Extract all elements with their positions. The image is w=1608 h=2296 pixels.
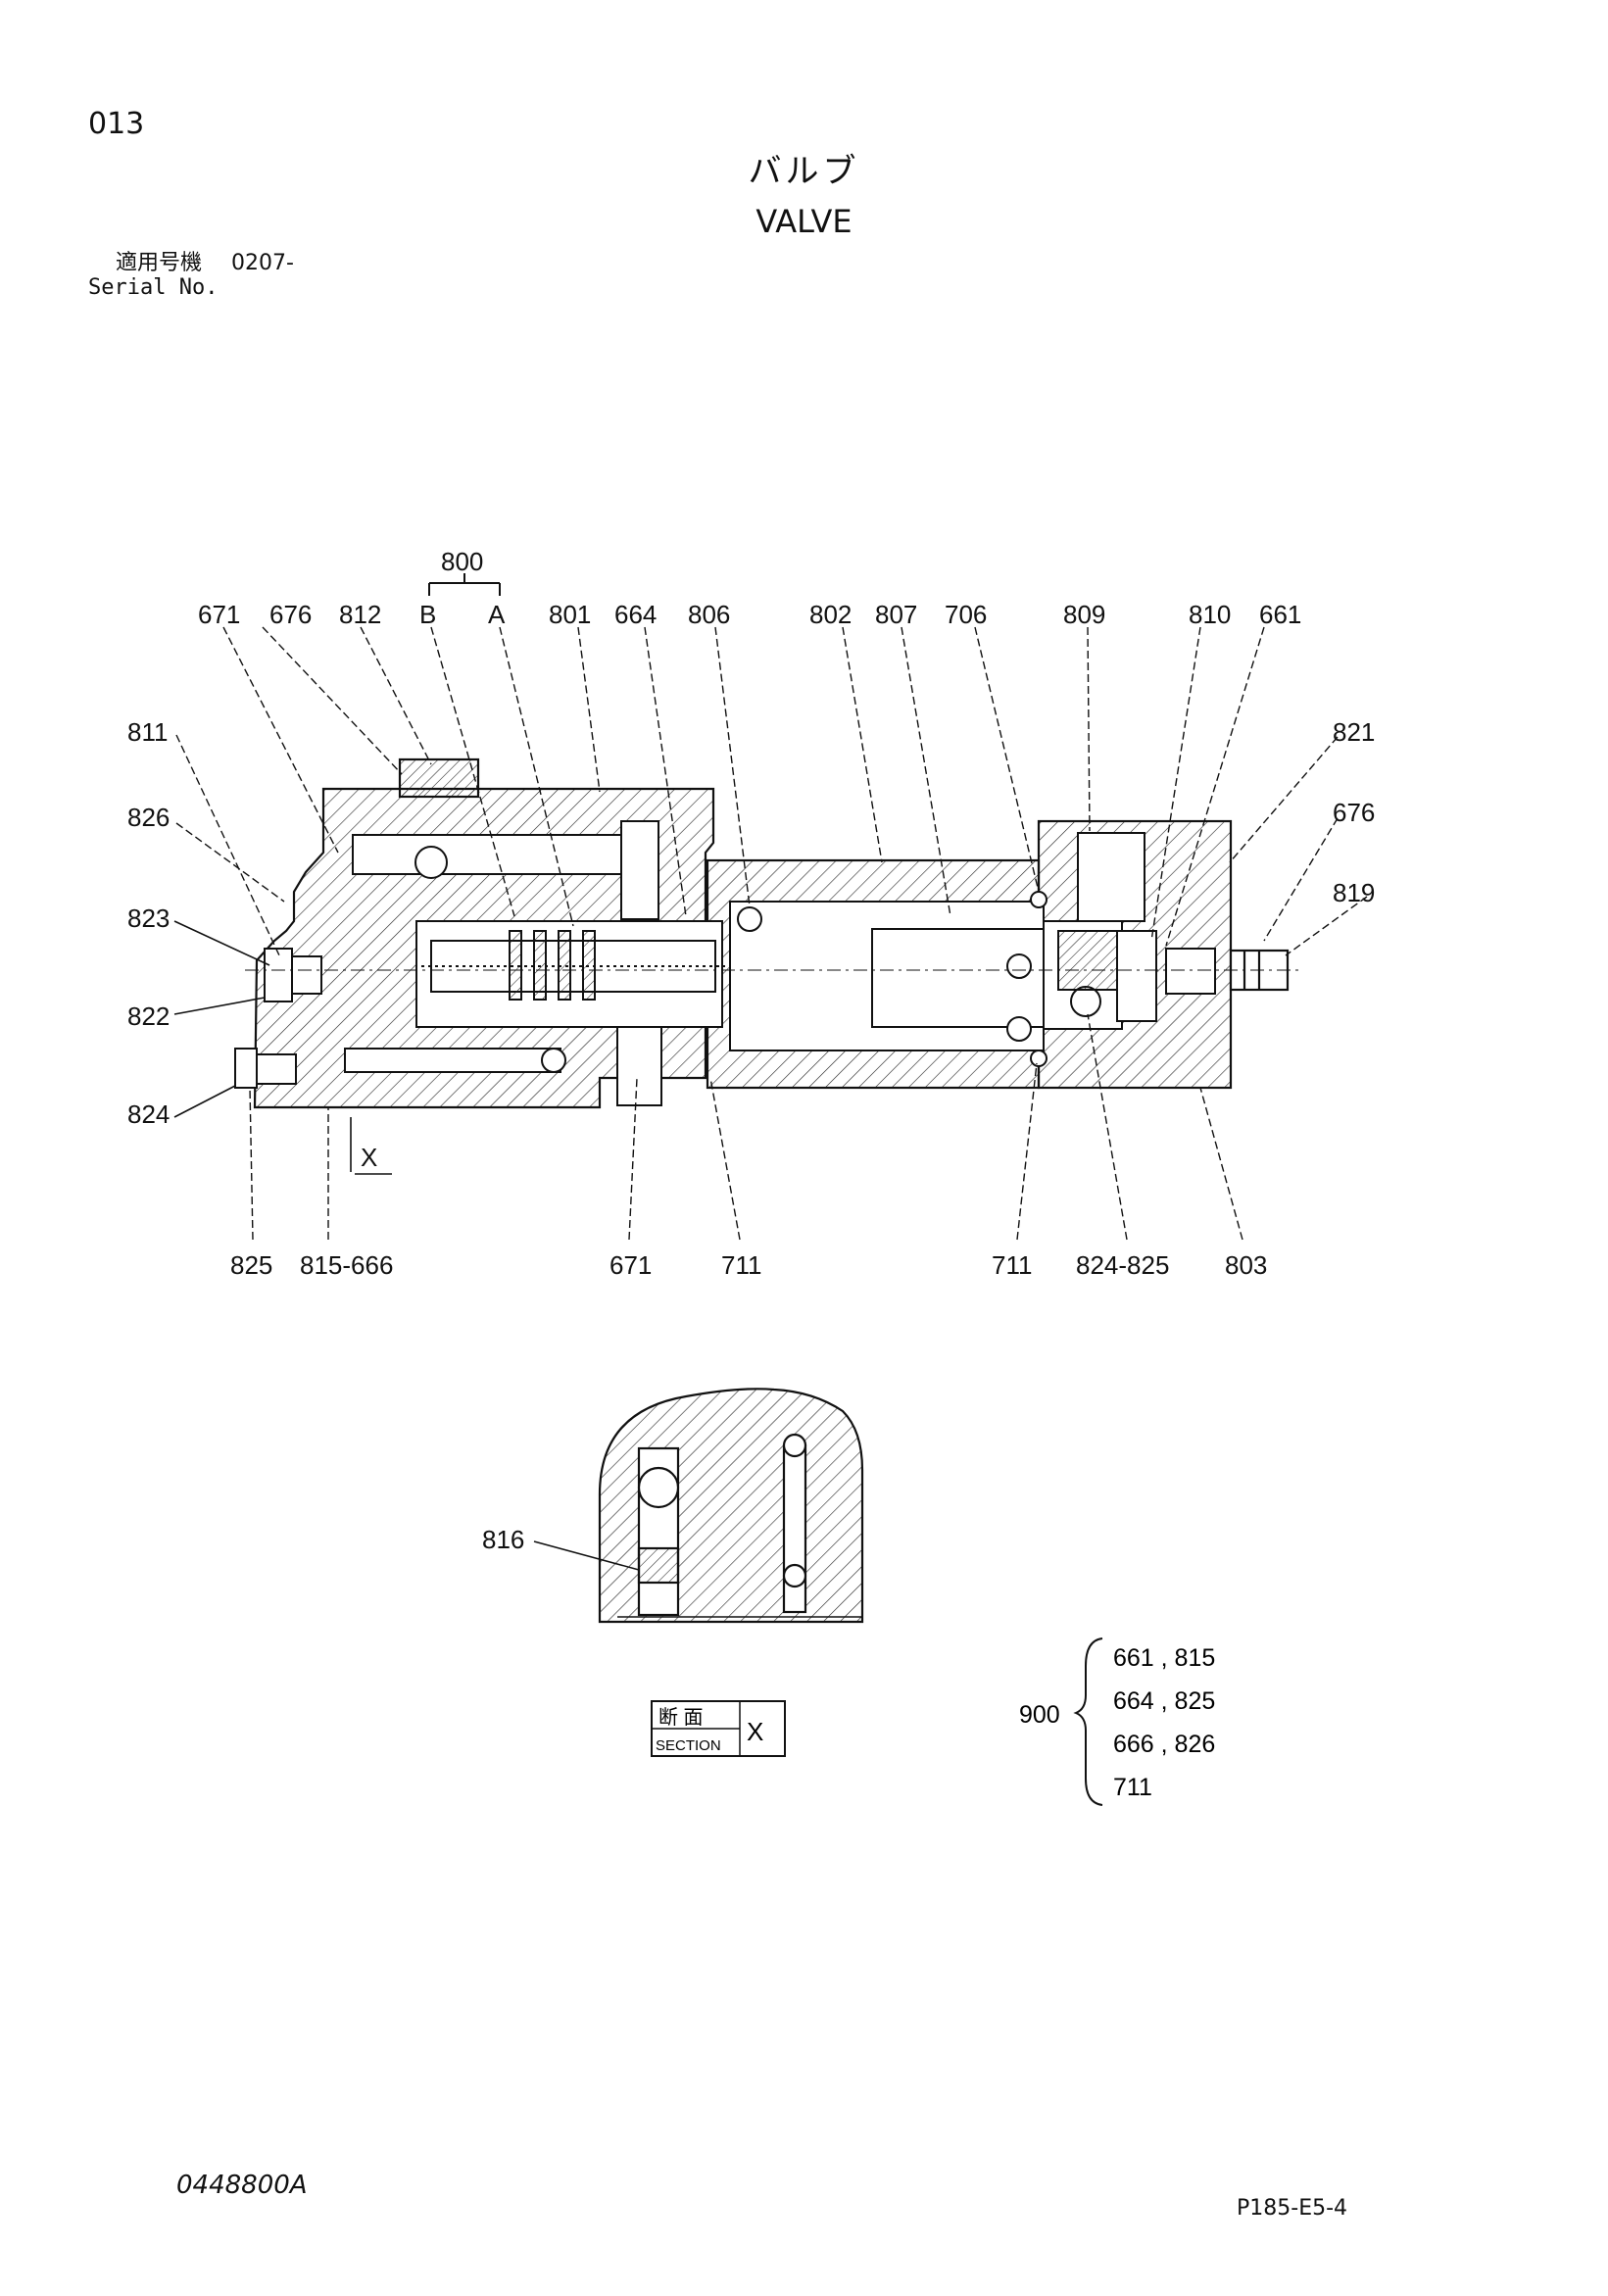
callout-x: X [361, 1143, 377, 1172]
serial-label-en: Serial No. [88, 275, 219, 300]
serial-value: 0207- [231, 251, 294, 275]
callout-676: 676 [269, 600, 312, 629]
drawing-number: 0448800A [176, 2171, 308, 2200]
section-x-marker [350, 1117, 392, 1175]
kit-number: 900 [1019, 1701, 1060, 1729]
callout-711-a: 711 [721, 1250, 761, 1280]
callout-664: 664 [614, 600, 657, 629]
callout-a: A [488, 600, 506, 629]
section-label-box: 断 面 SECTION X [651, 1700, 786, 1757]
internal-bores [344, 820, 1157, 1106]
callout-803: 803 [1225, 1250, 1267, 1280]
callout-815-666: 815-666 [300, 1250, 393, 1280]
callout-802: 802 [809, 600, 852, 629]
callout-825: 825 [230, 1250, 272, 1280]
callout-676-right: 676 [1333, 798, 1375, 827]
callout-800: 800 [441, 547, 483, 576]
title-japanese: バルブ [748, 152, 860, 191]
callout-711-b: 711 [992, 1250, 1032, 1280]
callout-801: 801 [549, 600, 591, 629]
callout-823: 823 [127, 904, 170, 933]
kit-item-2: 664 , 825 [1113, 1687, 1215, 1715]
callout-809: 809 [1063, 600, 1105, 629]
bracket-800 [428, 573, 501, 596]
callout-826: 826 [127, 803, 170, 832]
callout-706: 706 [945, 600, 987, 629]
serial-line-jp: 適用号機 0207- [116, 253, 294, 274]
callout-822: 822 [127, 1001, 170, 1031]
kit-900: 900 661 , 815 664 , 825 666 , 826 711 [1019, 1637, 1215, 1806]
kit-brace [1073, 1637, 1103, 1806]
callout-824-825: 824-825 [1076, 1250, 1169, 1280]
callout-819: 819 [1333, 878, 1375, 907]
callout-806: 806 [688, 600, 730, 629]
kit-item-4: 711 [1113, 1774, 1152, 1801]
callout-816: 816 [482, 1525, 524, 1554]
callout-812: 812 [339, 600, 381, 629]
page-number: 013 [88, 107, 145, 141]
callout-671: 671 [198, 600, 240, 629]
spool-assembly [234, 930, 1216, 1089]
callout-807: 807 [875, 600, 917, 629]
serial-label-jp: 適用号機 [116, 251, 203, 275]
callout-824: 824 [127, 1099, 170, 1129]
callout-b: B [419, 600, 436, 629]
kit-item-3: 666 , 826 [1113, 1731, 1215, 1758]
callout-661: 661 [1259, 600, 1301, 629]
section-x-view [598, 1388, 864, 1624]
leader-816 [533, 1540, 640, 1571]
section-label-letter: X [747, 1717, 763, 1746]
callout-671-bottom: 671 [609, 1250, 652, 1280]
callout-811: 811 [127, 717, 168, 747]
leader-lines [175, 626, 1368, 1241]
callout-labels: 800 671 676 812 B A 801 664 806 802 807 … [127, 547, 1375, 1554]
title-english: VALVE [755, 203, 853, 240]
arrow-leaders [173, 920, 270, 1118]
section-label-jp: 断 面 [658, 1706, 704, 1729]
kit-item-1: 661 , 815 [1113, 1644, 1215, 1672]
section-label-en: SECTION [656, 1737, 721, 1754]
callout-810: 810 [1189, 600, 1231, 629]
callout-821: 821 [1333, 717, 1375, 747]
page-reference: P185-E5-4 [1237, 2196, 1348, 2221]
